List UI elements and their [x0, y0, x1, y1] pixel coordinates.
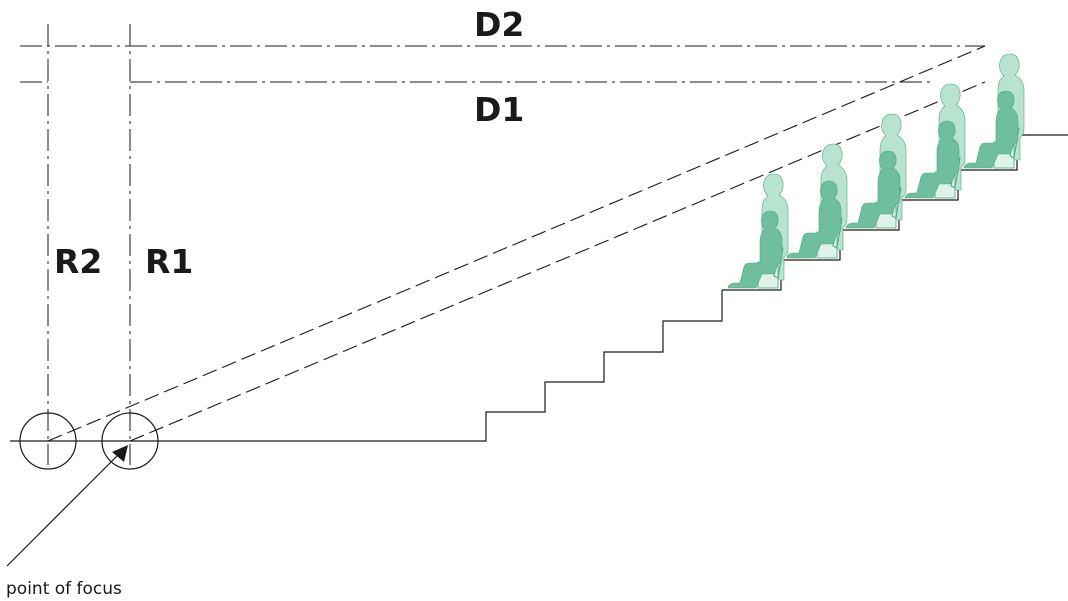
seated-person [963, 90, 1019, 169]
label-d2: D2 [474, 5, 524, 44]
seated-person [727, 210, 783, 289]
audience [727, 53, 1025, 289]
audience-row [904, 83, 966, 199]
label-r1: R1 [145, 242, 193, 281]
audience-row [786, 143, 848, 259]
focus-arrow [6, 445, 128, 567]
sightline-seated-r1 [129, 81, 986, 442]
focus-arrowhead [112, 445, 128, 462]
seated-person [845, 150, 901, 229]
focus-arrow-line [6, 454, 119, 567]
stepped-floor-profile [10, 290, 723, 442]
audience-row [963, 53, 1025, 169]
label-d1: D1 [474, 90, 524, 129]
sightline-standing-r2 [47, 45, 986, 442]
reference-lines [20, 24, 985, 465]
audience-row [727, 173, 789, 289]
audience-row [845, 113, 907, 229]
seated-person [786, 180, 842, 259]
sightlines [47, 45, 986, 442]
label-r2: R2 [54, 242, 102, 281]
label-point-of-focus: point of focus [6, 579, 122, 599]
seated-person [904, 120, 960, 199]
